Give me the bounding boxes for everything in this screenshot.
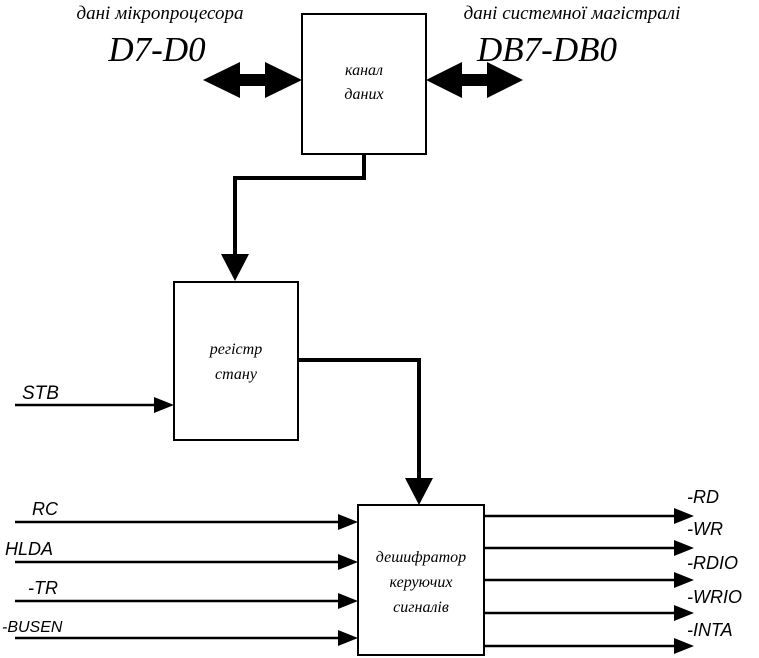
data-channel-block (301, 13, 427, 155)
status-register-label-line2: стану (215, 366, 258, 383)
input-signal-label-hlda: HLDA (5, 539, 53, 559)
output-signal-label-wrio: -WRIO (687, 587, 742, 607)
system-bus-label: DB7-DB0 (476, 30, 617, 69)
channel-to-register-arrowhead (221, 254, 249, 281)
microprocessor-data-caption: дані мікропроцесора (77, 3, 244, 24)
stb-signal-arrowhead (154, 397, 174, 413)
output-arrowhead-wr (674, 540, 694, 556)
decoder-label-line3: сигналів (393, 599, 449, 616)
control-decoder-block (357, 504, 485, 656)
system-bus-data-caption: дані системної магістралі (464, 3, 681, 24)
microprocessor-bus-label: D7-D0 (107, 30, 206, 69)
decoder-label-line2: керуючих (390, 574, 453, 591)
status-register-block (173, 281, 299, 441)
system-bus-bidirectional-arrow (426, 62, 523, 98)
data-channel-label-line1: канал (345, 62, 383, 79)
output-signal-label-rd: -RD (687, 487, 719, 507)
input-arrowhead-busen (338, 630, 358, 646)
input-signal-label-tr: -TR (28, 578, 58, 598)
status-register-label-line1: регістр (209, 341, 262, 358)
input-signal-label-rc: RC (32, 499, 59, 519)
microprocessor-bidirectional-arrow (203, 62, 302, 98)
data-channel-label-line2: даних (344, 86, 383, 103)
input-arrowhead-tr (338, 593, 358, 609)
input-signal-label-busen: -BUSEN (2, 619, 63, 636)
output-signal-label-inta: -INTA (687, 620, 733, 640)
output-arrowhead-rdio (674, 572, 694, 588)
output-arrowhead-rd (674, 508, 694, 524)
output-arrowhead-inta (674, 638, 694, 654)
decoder-label-line1: дешифратор (376, 549, 466, 566)
input-arrowhead-hlda (338, 554, 358, 570)
channel-to-register-line (233, 154, 366, 260)
stb-signal-label: STB (22, 383, 59, 404)
register-to-decoder-line (298, 358, 421, 485)
input-arrowhead-rc (338, 514, 358, 530)
output-signal-label-rdio: -RDIO (687, 553, 738, 573)
output-signal-label-wr: -WR (687, 519, 723, 539)
register-to-decoder-arrowhead (405, 478, 433, 505)
output-arrowhead-wrio (674, 605, 694, 621)
